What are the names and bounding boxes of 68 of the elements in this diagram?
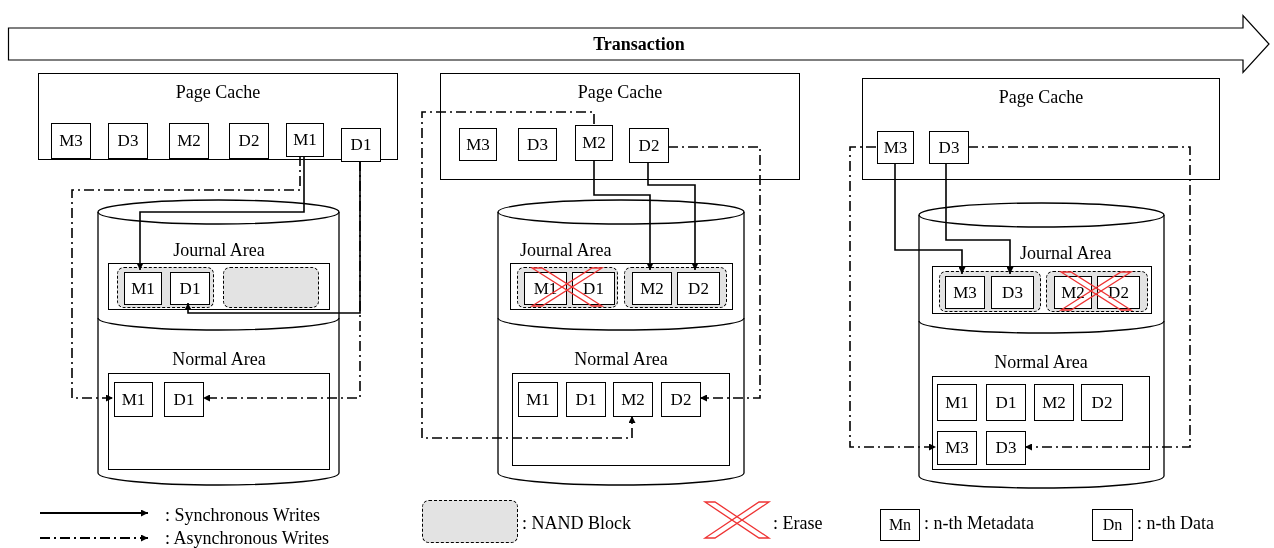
arrow [593,159,654,271]
dash-dot-arrow [202,160,361,402]
legend-text: : NAND Block [522,512,631,534]
box-heading: Page Cache [997,86,1085,109]
page-cache-box [440,73,800,180]
nand-block [223,267,319,308]
area-heading: Normal Area [573,348,669,371]
box-heading: Page Cache [576,81,664,104]
legend-text: : Asynchronous Writes [165,527,329,548]
nand-block [117,267,214,308]
data-box: D2 [629,128,669,163]
metadata-box: M2 [1034,384,1074,421]
dash-dot-arrow [667,146,761,402]
dash-dot-arrow [421,111,636,439]
arrow-label: Transaction [592,33,686,56]
arrow [136,155,305,271]
key-symbol: Mn [880,509,920,541]
metadata-box: M1 [124,272,162,305]
area-heading: Normal Area [171,348,267,371]
data-box: D3 [986,431,1026,465]
page-cache-box [862,78,1220,180]
metadata-box: M1 [286,123,324,157]
metadata-box: M1 [114,382,153,417]
data-box: D3 [108,123,148,159]
data-box: D1 [566,382,606,417]
metadata-box: M3 [51,123,91,159]
arrow [894,162,966,275]
area-heading: Journal Area [1020,242,1112,265]
box-heading: Page Cache [174,81,262,104]
data-box: D1 [164,382,204,417]
data-box: D3 [518,128,557,161]
nand-block [939,271,1041,312]
metadata-box: M3 [877,131,914,164]
page-cache-box [38,73,398,160]
data-box: D1 [986,384,1026,421]
arrow [945,162,1014,275]
data-box: D3 [929,131,969,164]
metadata-box: M1 [937,384,977,421]
metadata-box: M2 [169,123,209,159]
metadata-box: M3 [945,276,985,309]
nand-block [624,267,727,308]
data-box: D1 [572,272,615,305]
data-box: D2 [1081,384,1123,421]
timeline-arrow [8,15,1270,73]
metadata-box: M3 [459,128,497,161]
legend-text: : n-th Data [1137,512,1214,534]
metadata-box: M2 [575,125,613,161]
area-heading: Journal Area [172,239,266,262]
metadata-box: M1 [518,382,558,417]
data-box: D1 [341,128,381,162]
metadata-box: M2 [613,382,653,417]
legend-text: : Synchronous Writes [165,504,320,526]
dash-dot-arrow [71,155,301,402]
arrow [647,161,699,271]
area-heading: Journal Area [520,239,612,262]
metadata-box: M3 [937,431,977,465]
data-box: D2 [229,123,269,159]
data-box: D3 [991,276,1034,309]
legend-text: : n-th Metadata [924,512,1034,534]
area-heading: Normal Area [993,351,1089,374]
data-box: D2 [661,382,701,417]
dash-dot-arrow [967,146,1191,451]
data-box: D2 [677,272,720,305]
dash-dot-arrow [849,146,937,451]
key-symbol: Dn [1092,509,1133,541]
data-box: D1 [170,272,210,305]
metadata-box: M2 [632,272,672,305]
legend-text: : Erase [773,512,823,534]
